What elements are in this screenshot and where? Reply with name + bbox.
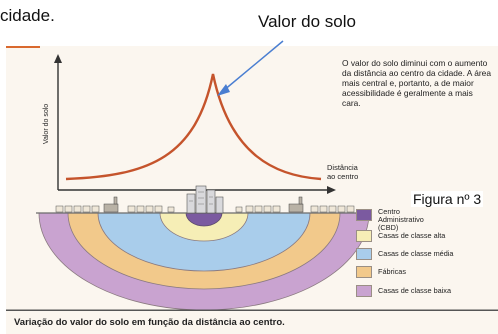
- houses-right: [235, 205, 355, 213]
- legend-label-cbd: Centro Administrativo (CBD): [378, 207, 424, 232]
- legend-swatch-fabricas: [356, 266, 372, 278]
- cbd-buildings: [186, 185, 224, 214]
- factories: [103, 196, 304, 213]
- houses-left: [55, 205, 175, 213]
- legend-label-baixa: Casas de classe baixa: [378, 286, 452, 295]
- cbd-windows: [189, 191, 213, 205]
- land-value-curve: [65, 73, 322, 181]
- x-axis-arrow: [327, 186, 336, 194]
- valor-do-solo-label: Valor do solo: [258, 12, 356, 31]
- legend-label-fabricas: Fábricas: [378, 267, 406, 276]
- legend-swatch-baixa: [356, 285, 372, 297]
- legend-swatch-media: [356, 248, 372, 260]
- figure-description: O valor do solo diminui com o aumento da…: [342, 58, 491, 108]
- figura-label: Figura nº 3: [411, 191, 484, 207]
- figure-caption: Variação do valor do solo em função da d…: [14, 317, 285, 328]
- figure-scan: Valor do solo Distância ao centro: [6, 46, 498, 334]
- zone-cbd: [185, 212, 223, 227]
- heading-fragment: cidade.: [0, 6, 55, 25]
- y-axis-arrow: [54, 54, 62, 63]
- legend-swatch-cbd: [356, 209, 372, 221]
- zone-alta: [159, 212, 249, 242]
- y-axis-label: Valor do solo: [43, 104, 50, 144]
- caption-bar: Variação do valor do solo em função da d…: [6, 310, 498, 334]
- legend-label-media: Casas de classe média: [378, 249, 454, 258]
- figure-drawing: Valor do solo Distância ao centro: [6, 46, 498, 311]
- legend-label-alta: Casas de classe alta: [378, 231, 446, 240]
- legend-swatch-alta: [356, 230, 372, 242]
- zone-media: [97, 212, 311, 272]
- x-axis-label-line1: Distância: [327, 163, 359, 172]
- x-axis-label-line2: ao centro: [327, 172, 358, 181]
